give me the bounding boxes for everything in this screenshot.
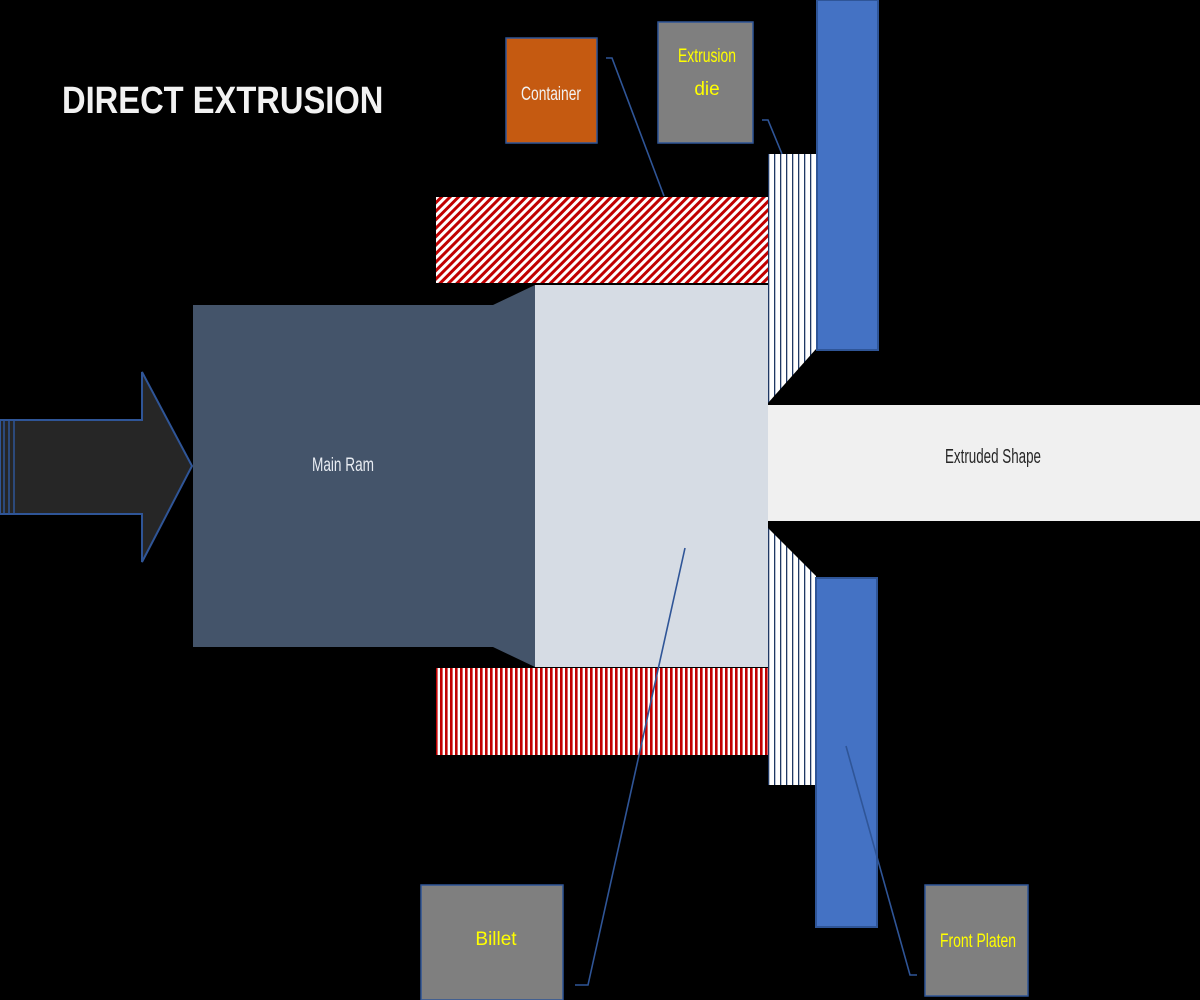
container-leader-line	[606, 57, 665, 197]
front-platen-leader-line	[845, 745, 917, 976]
container-bottom-wall	[436, 668, 768, 755]
front-platen-label: Front Platen	[940, 931, 1016, 952]
diagram-title: DIRECT EXTRUSION	[62, 80, 384, 122]
front-platen-lower	[815, 577, 878, 928]
main-ram-label: Main Ram	[312, 455, 374, 476]
billet-leader-line	[575, 547, 686, 986]
extruded-shape	[768, 405, 1200, 521]
extrusion-die-callout-box	[657, 21, 754, 144]
container-top-wall	[436, 197, 768, 283]
extrusion-die-label-line2: die	[694, 79, 719, 100]
push-arrow	[0, 371, 194, 563]
front-platen-callout-box	[924, 884, 1029, 997]
front-platen-upper	[816, 0, 879, 351]
extrusion-die-leader-line	[762, 119, 783, 155]
extruded-shape-label: Extruded Shape	[945, 446, 1041, 468]
billet	[535, 285, 768, 667]
extrusion-die-label-line1: Extrusion	[678, 46, 736, 67]
extrusion-die-upper	[768, 154, 816, 403]
main-ram	[193, 285, 535, 667]
extrusion-die-lower	[768, 528, 816, 785]
container-label: Container	[521, 84, 581, 105]
container-callout-box	[505, 37, 598, 144]
billet-callout-box	[420, 884, 564, 1000]
billet-label: Billet	[475, 929, 517, 950]
leader-lines	[575, 57, 917, 986]
